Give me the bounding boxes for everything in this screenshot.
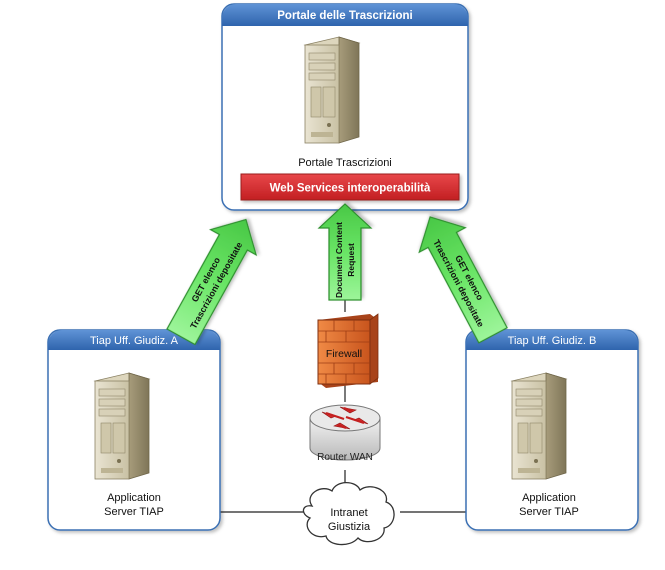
right-server-label-1: Application [522, 492, 576, 504]
server-tower-icon [511, 372, 567, 480]
portal-panel: Portale delle Trascrizioni Portale Trasc… [221, 3, 469, 211]
cloud-label-2: Giustizia [328, 521, 371, 533]
right-request-arrow: GET elenco Trascrizioni depositate [418, 216, 508, 344]
router-icon: Router WAN [309, 404, 381, 463]
left-server-label-1: Application [107, 492, 161, 504]
firewall-label: Firewall [326, 348, 362, 360]
router-label: Router WAN [317, 452, 373, 463]
right-server-label-2: Server TIAP [519, 506, 579, 518]
portal-panel-header [222, 4, 468, 26]
firewall-brick-icon: Firewall [317, 313, 379, 388]
server-tower-icon [304, 36, 360, 144]
web-services-banner: Web Services interoperabilità [240, 173, 460, 201]
web-services-banner-label: Web Services interoperabilità [270, 183, 431, 195]
cloud-label-1: Intranet [330, 507, 367, 519]
right-tiap-panel: Tiap Uff. Giudiz. B Application Server T… [465, 329, 639, 531]
right-panel-title: Tiap Uff. Giudiz. B [508, 335, 597, 347]
center-arrow-label-1: Document Content [334, 222, 344, 298]
left-request-arrow: GET elenco Trascrizioni depositate [166, 218, 258, 346]
portal-server-label: Portale Trascrizioni [298, 157, 392, 169]
center-request-arrow: Document Content Request [317, 203, 373, 301]
server-tower-icon [94, 372, 150, 480]
left-tiap-panel: Tiap Uff. Giudiz. A Application Server T… [47, 329, 221, 531]
right-panel-header [466, 330, 638, 350]
network-links [220, 300, 466, 513]
left-server-label-2: Server TIAP [104, 506, 164, 518]
left-panel-title: Tiap Uff. Giudiz. A [90, 335, 179, 347]
portal-panel-title: Portale delle Trascrizioni [277, 10, 413, 22]
center-arrow-label-2: Request [346, 243, 356, 277]
cloud-icon: Intranet Giustizia [302, 481, 395, 546]
